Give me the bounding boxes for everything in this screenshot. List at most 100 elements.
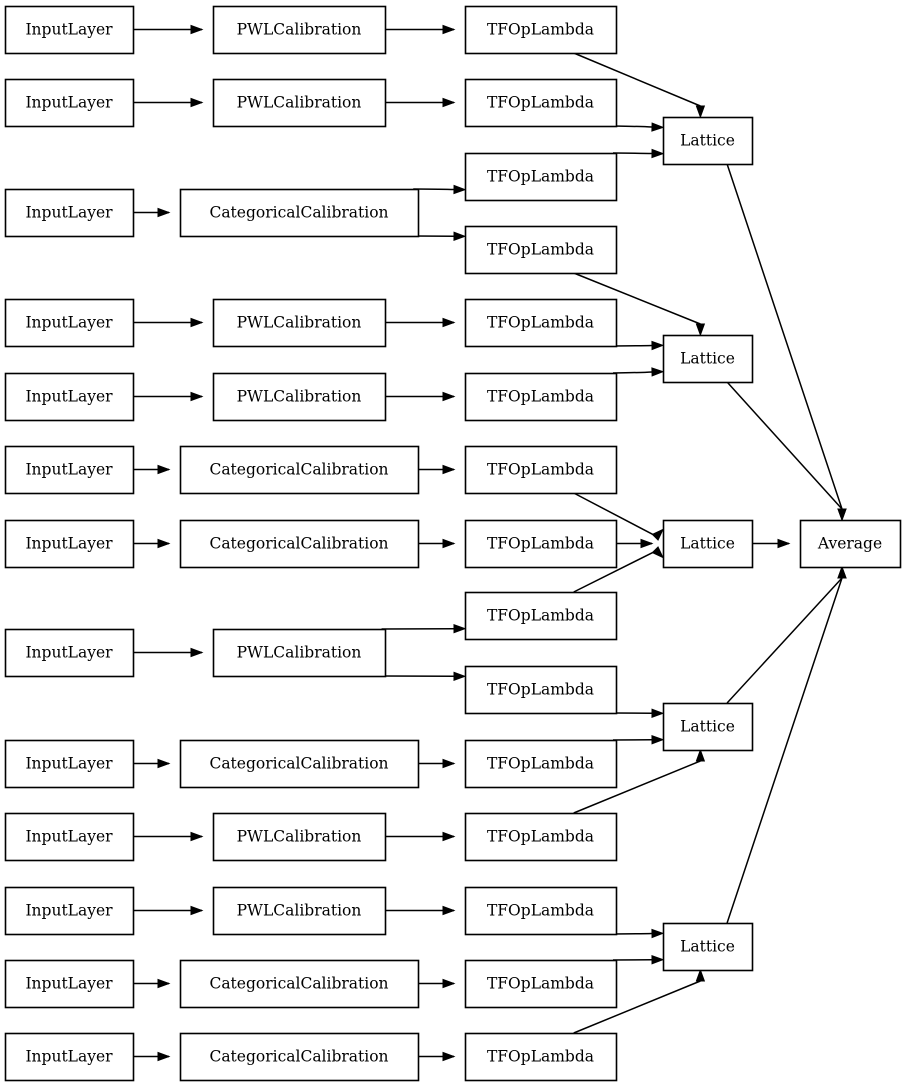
node-tfop[interactable]: TFOpLambda bbox=[464, 225, 618, 275]
arrowhead-icon bbox=[651, 148, 665, 159]
node-tfop[interactable]: TFOpLambda bbox=[464, 665, 618, 715]
edge bbox=[133, 647, 204, 658]
node-tfop[interactable]: TFOpLambda bbox=[464, 372, 618, 422]
edge-line bbox=[573, 980, 701, 1034]
node-tfop[interactable]: TFOpLambda bbox=[464, 519, 618, 569]
node-pwl[interactable]: PWLCalibration bbox=[212, 298, 387, 348]
node-border bbox=[4, 959, 135, 1009]
node-border bbox=[179, 1032, 420, 1082]
node-average[interactable]: Average bbox=[799, 519, 902, 569]
arrowhead-icon bbox=[651, 340, 665, 351]
edge bbox=[573, 272, 706, 337]
node-categorical[interactable]: CategoricalCalibration bbox=[179, 519, 420, 569]
node-lattice[interactable]: Lattice bbox=[662, 334, 754, 384]
edge bbox=[385, 97, 456, 108]
node-pwl[interactable]: PWLCalibration bbox=[212, 5, 387, 55]
edge bbox=[133, 831, 204, 842]
arrowhead-icon bbox=[651, 735, 665, 745]
arrowhead-icon bbox=[651, 708, 665, 718]
edge bbox=[573, 546, 665, 593]
node-border bbox=[212, 372, 387, 422]
edge bbox=[616, 538, 654, 549]
node-categorical[interactable]: CategoricalCalibration bbox=[179, 188, 420, 238]
node-border bbox=[464, 152, 618, 202]
node-tfop[interactable]: TFOpLambda bbox=[464, 298, 618, 348]
node-pwl[interactable]: PWLCalibration bbox=[212, 886, 387, 936]
node-label: InputLayer bbox=[25, 828, 113, 846]
node-pwl[interactable]: PWLCalibration bbox=[212, 628, 387, 678]
node-pwl[interactable]: PWLCalibration bbox=[212, 372, 387, 422]
edge bbox=[612, 367, 665, 377]
arrowhead-icon bbox=[651, 528, 665, 541]
node-lattice[interactable]: Lattice bbox=[662, 116, 754, 166]
node-input[interactable]: InputLayer bbox=[4, 298, 135, 348]
node-tfop[interactable]: TFOpLambda bbox=[464, 739, 618, 789]
node-border bbox=[4, 372, 135, 422]
edge bbox=[385, 905, 456, 916]
arrowhead-icon bbox=[640, 538, 654, 549]
node-input[interactable]: InputLayer bbox=[4, 372, 135, 422]
node-label: PWLCalibration bbox=[237, 388, 362, 406]
node-input[interactable]: InputLayer bbox=[4, 519, 135, 569]
node-pwl[interactable]: PWLCalibration bbox=[212, 812, 387, 862]
arrowhead-icon bbox=[837, 565, 847, 579]
node-label: TFOpLambda bbox=[487, 314, 594, 332]
node-tfop[interactable]: TFOpLambda bbox=[464, 959, 618, 1009]
edge bbox=[133, 391, 204, 402]
arrowhead-icon bbox=[442, 464, 456, 475]
arrowhead-icon bbox=[453, 623, 467, 634]
node-input[interactable]: InputLayer bbox=[4, 959, 135, 1009]
node-tfop[interactable]: TFOpLambda bbox=[464, 152, 618, 202]
arrowhead-icon bbox=[442, 1051, 456, 1062]
edge bbox=[612, 735, 665, 745]
edge bbox=[133, 464, 171, 475]
edge-line bbox=[573, 52, 701, 107]
node-label: CategoricalCalibration bbox=[209, 204, 388, 222]
node-label: InputLayer bbox=[25, 461, 113, 479]
node-categorical[interactable]: CategoricalCalibration bbox=[179, 1032, 420, 1082]
arrowhead-icon bbox=[442, 978, 456, 989]
node-input[interactable]: InputLayer bbox=[4, 445, 135, 495]
node-input[interactable]: InputLayer bbox=[4, 78, 135, 128]
edge bbox=[413, 231, 467, 241]
edge bbox=[573, 492, 665, 541]
node-input[interactable]: InputLayer bbox=[4, 812, 135, 862]
arrowhead-icon bbox=[157, 207, 171, 218]
node-lattice[interactable]: Lattice bbox=[662, 519, 754, 569]
edge bbox=[612, 928, 665, 939]
node-label: InputLayer bbox=[25, 388, 113, 406]
node-border bbox=[799, 519, 902, 569]
node-pwl[interactable]: PWLCalibration bbox=[212, 78, 387, 128]
node-tfop[interactable]: TFOpLambda bbox=[464, 886, 618, 936]
node-tfop[interactable]: TFOpLambda bbox=[464, 591, 618, 641]
arrowhead-icon bbox=[453, 671, 467, 682]
node-input[interactable]: InputLayer bbox=[4, 739, 135, 789]
node-categorical[interactable]: CategoricalCalibration bbox=[179, 959, 420, 1009]
node-label: InputLayer bbox=[25, 535, 113, 553]
node-tfop[interactable]: TFOpLambda bbox=[464, 812, 618, 862]
edge bbox=[418, 464, 456, 475]
node-input[interactable]: InputLayer bbox=[4, 188, 135, 238]
node-border bbox=[464, 959, 618, 1009]
node-border bbox=[179, 445, 420, 495]
node-tfop[interactable]: TFOpLambda bbox=[464, 5, 618, 55]
arrowhead-icon bbox=[695, 323, 706, 337]
node-lattice[interactable]: Lattice bbox=[662, 702, 754, 752]
node-tfop[interactable]: TFOpLambda bbox=[464, 1032, 618, 1082]
node-tfop[interactable]: TFOpLambda bbox=[464, 78, 618, 128]
node-input[interactable]: InputLayer bbox=[4, 628, 135, 678]
node-border bbox=[464, 225, 618, 275]
node-input[interactable]: InputLayer bbox=[4, 5, 135, 55]
node-input[interactable]: InputLayer bbox=[4, 1032, 135, 1082]
node-categorical[interactable]: CategoricalCalibration bbox=[179, 739, 420, 789]
node-label: TFOpLambda bbox=[487, 461, 594, 479]
node-label: InputLayer bbox=[25, 755, 113, 773]
edge bbox=[133, 317, 204, 328]
node-tfop[interactable]: TFOpLambda bbox=[464, 445, 618, 495]
node-categorical[interactable]: CategoricalCalibration bbox=[179, 445, 420, 495]
node-input[interactable]: InputLayer bbox=[4, 886, 135, 936]
node-border bbox=[662, 702, 754, 752]
arrowhead-icon bbox=[157, 538, 171, 549]
node-border bbox=[4, 298, 135, 348]
node-lattice[interactable]: Lattice bbox=[662, 922, 754, 972]
